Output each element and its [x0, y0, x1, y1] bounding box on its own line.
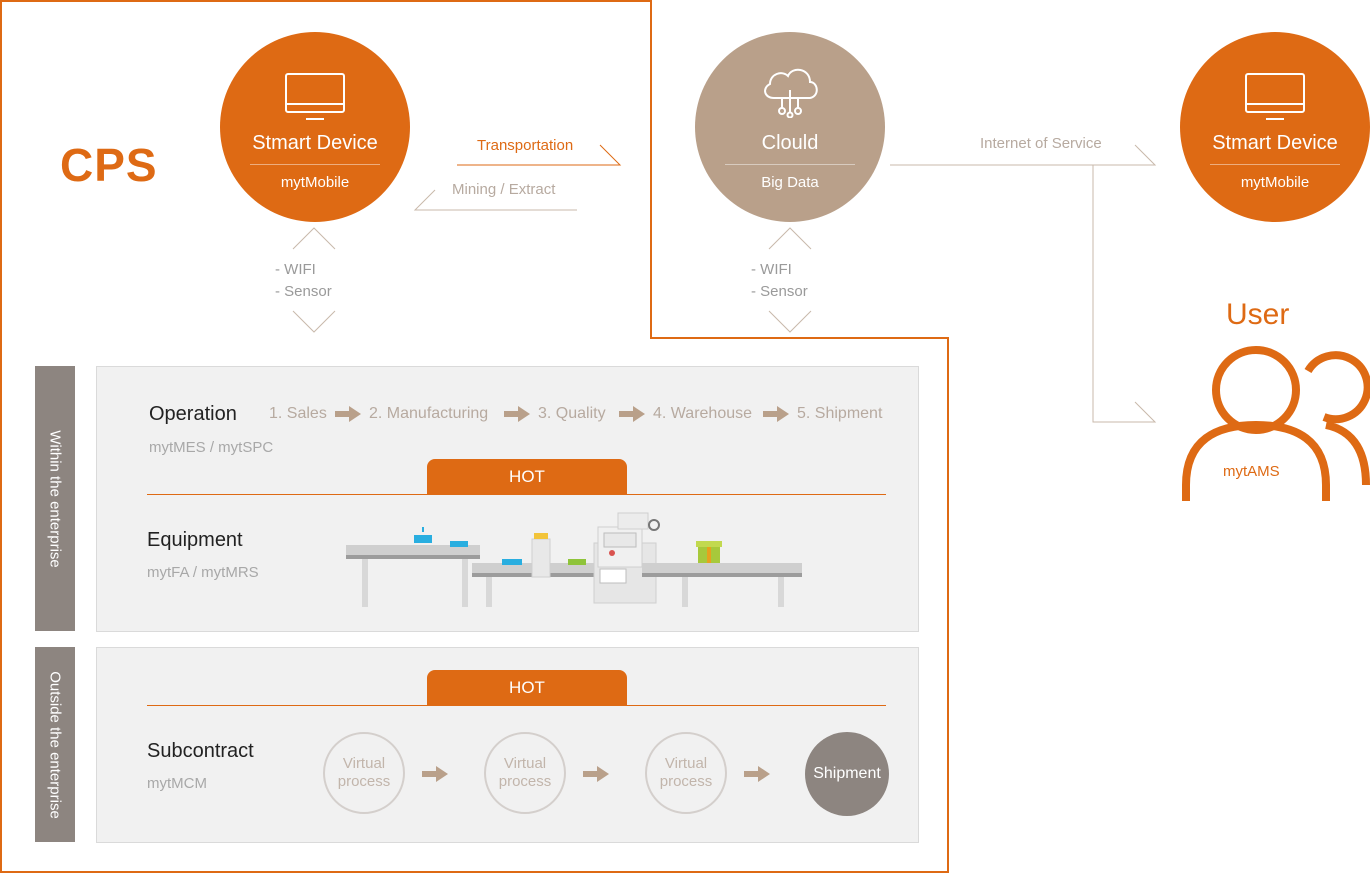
- smart-device-node-right: Stmart Device mytMobile: [1180, 32, 1370, 222]
- monitor-icon: [285, 73, 345, 120]
- transportation-arrow: [457, 144, 622, 166]
- connection-item: - WIFI: [751, 261, 792, 278]
- internet-of-service-arrow: [890, 144, 1157, 166]
- process-line2: process: [498, 773, 552, 790]
- chevron-up-icon: [768, 227, 812, 250]
- mining-arrow: [413, 189, 577, 211]
- arrow-right-icon: [504, 406, 530, 422]
- connection-item: - Sensor: [275, 283, 332, 300]
- node-title: Clould: [761, 132, 819, 154]
- user-branch-arrow: [1092, 165, 1157, 423]
- process-line2: process: [337, 773, 391, 790]
- sidebar-label: Outside the enterprise: [46, 670, 64, 819]
- monitor-icon: [1245, 73, 1305, 120]
- connection-list-mid: - WIFI - Sensor: [751, 259, 808, 303]
- user-label: User: [1226, 298, 1290, 331]
- divider: [147, 705, 886, 706]
- sidebar-outside: Outside the enterprise: [35, 647, 75, 842]
- arrow-right-icon: [619, 406, 645, 422]
- step-sales: 1. Sales: [269, 405, 327, 422]
- step-shipment: 5. Shipment: [797, 405, 883, 422]
- user-subtitle: mytAMS: [1223, 463, 1280, 480]
- arrow-right-icon: [422, 766, 448, 782]
- user-icon: [1182, 346, 1370, 501]
- internet-of-service-label: Internet of Service: [980, 135, 1102, 152]
- step-quality: 3. Quality: [538, 405, 606, 422]
- smart-device-node-left: Stmart Device mytMobile: [220, 32, 410, 222]
- virtual-process-node: Virtual process: [484, 732, 566, 814]
- shipment-node: Shipment: [805, 732, 889, 816]
- node-title: Stmart Device: [252, 132, 378, 154]
- divider: [1210, 164, 1340, 165]
- arrow-right-icon: [744, 766, 770, 782]
- outside-panel: HOT Subcontract mytMCM Virtual process V…: [96, 647, 919, 843]
- cloud-icon: [764, 68, 818, 118]
- subcontract-title: Subcontract: [147, 740, 254, 762]
- connection-item: - Sensor: [751, 283, 808, 300]
- equipment-subtitle: mytFA / mytMRS: [147, 564, 259, 581]
- divider: [725, 164, 855, 165]
- step-manufacturing: 2. Manufacturing: [369, 405, 489, 422]
- transportation-label: Transportation: [477, 137, 574, 154]
- process-line2: process: [659, 773, 713, 790]
- hot-tab: HOT: [427, 459, 627, 494]
- process-line1: Virtual: [342, 755, 386, 772]
- within-panel: Operation mytMES / mytSPC 1. Sales 2. Ma…: [96, 366, 919, 632]
- mining-label: Mining / Extract: [452, 181, 556, 198]
- sidebar-within: Within the enterprise: [35, 366, 75, 631]
- step-warehouse: 4. Warehouse: [653, 405, 753, 422]
- node-subtitle: mytMobile: [1240, 174, 1310, 191]
- node-title: Stmart Device: [1212, 132, 1338, 154]
- subcontract-subtitle: mytMCM: [147, 775, 207, 792]
- process-line1: Virtual: [664, 755, 708, 772]
- cloud-node: Clould Big Data: [695, 32, 885, 222]
- operation-title: Operation: [149, 403, 237, 425]
- divider: [250, 164, 380, 165]
- virtual-process-node: Virtual process: [645, 732, 727, 814]
- factory-line-illustration: [346, 512, 802, 607]
- hot-tab: HOT: [427, 670, 627, 705]
- virtual-process-node: Virtual process: [323, 732, 405, 814]
- chevron-down-icon: [768, 310, 812, 333]
- arrow-right-icon: [335, 406, 361, 422]
- arrow-right-icon: [583, 766, 609, 782]
- arrow-right-icon: [763, 406, 789, 422]
- divider: [147, 494, 886, 495]
- connection-list-left: - WIFI - Sensor: [275, 259, 332, 303]
- cps-label: CPS: [60, 139, 158, 191]
- node-subtitle: mytMobile: [280, 174, 350, 191]
- sidebar-label: Within the enterprise: [46, 429, 64, 568]
- operation-subtitle: mytMES / mytSPC: [149, 439, 274, 456]
- equipment-title: Equipment: [147, 529, 243, 551]
- chevron-down-icon: [292, 310, 336, 333]
- process-line1: Virtual: [503, 755, 547, 772]
- cps-boundary: [0, 0, 949, 873]
- chevron-up-icon: [292, 227, 336, 250]
- connection-item: - WIFI: [275, 261, 316, 278]
- node-subtitle: Big Data: [761, 174, 819, 191]
